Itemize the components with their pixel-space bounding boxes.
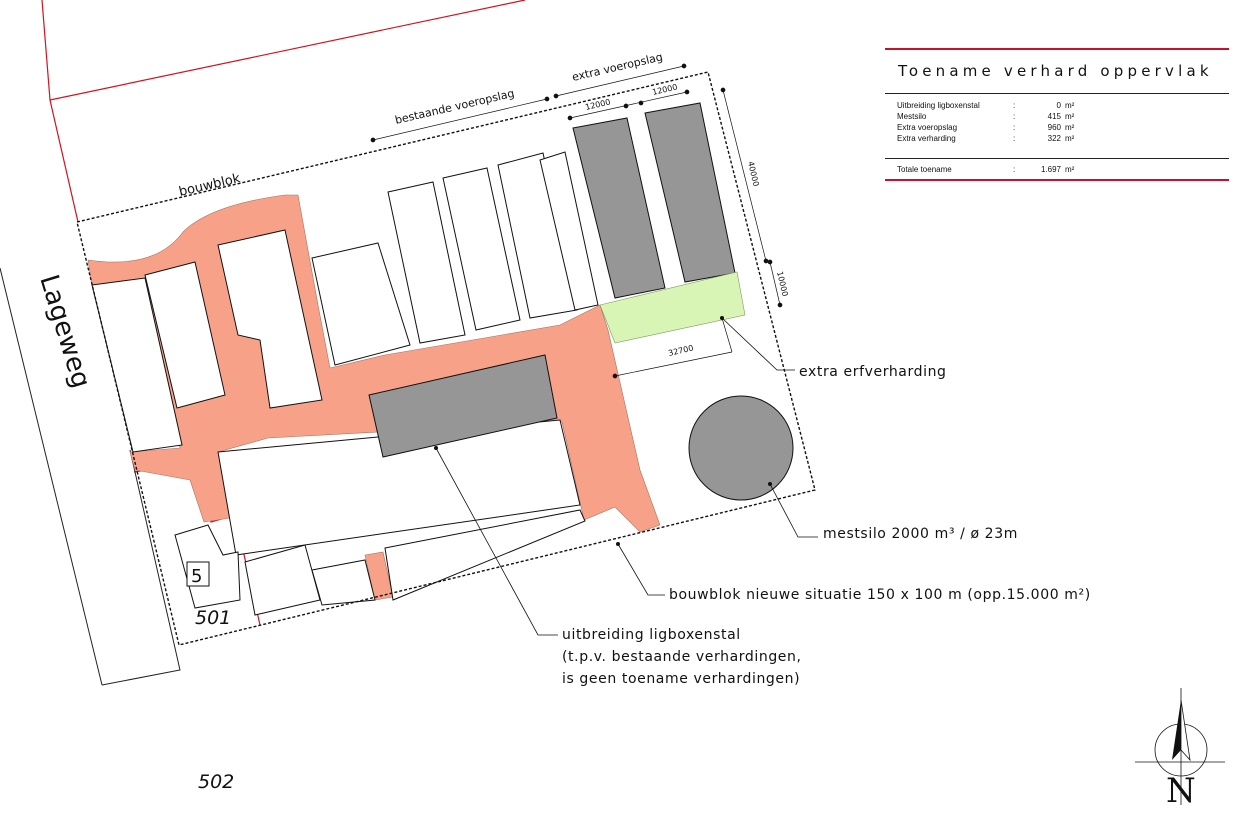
extra-storage-label: extra voeropslag — [571, 50, 664, 84]
north-arrow-icon: N — [1135, 688, 1225, 811]
parcel-502: 502 — [198, 771, 234, 793]
legend-title: Toename verhard oppervlak — [898, 62, 1213, 80]
new-buildings — [368, 102, 736, 458]
extra-paving-area — [599, 271, 746, 344]
legend-total-row: Totale toename : 1.697 m² — [897, 165, 1075, 174]
stable-label-line3: is geen toename verhardingen) — [562, 671, 800, 687]
block-new-label: bouwblok nieuwe situatie 150 x 100 m (op… — [669, 587, 1091, 603]
dim-32700: 32700 — [667, 343, 694, 357]
stable-label-line2: (t.p.v. bestaande verhardingen, — [562, 649, 802, 665]
stable-label-line1: uitbreiding ligboxenstal — [562, 627, 741, 643]
legend-total-divider — [885, 158, 1229, 159]
legend-bottom-rule — [885, 179, 1229, 181]
legend-panel: Toename verhard oppervlak Uitbreiding li… — [885, 48, 1229, 182]
legend-row: Mestsilo : 415 m² — [897, 112, 1075, 121]
silo-label: mestsilo 2000 m³ / ø 23m — [823, 526, 1018, 542]
dimension-lines — [370, 63, 783, 379]
bouwblok-label: bouwblok — [178, 171, 243, 200]
extra-paving-label: extra erfverharding — [799, 364, 947, 380]
bouwblok-outline — [76, 71, 816, 646]
buildings-existing — [91, 151, 599, 616]
dim-40000: 40000 — [746, 160, 760, 187]
house-number: 5 — [191, 566, 202, 587]
legend-row: Extra verharding : 322 m² — [897, 134, 1075, 143]
legend-divider — [885, 93, 1229, 94]
legend-top-rule — [885, 48, 1229, 50]
north-label: N — [1166, 771, 1196, 811]
mestsilo — [688, 395, 794, 501]
road-label: Lageweg — [33, 271, 96, 391]
legend-row: Uitbreiding ligboxenstal : 0 m² — [897, 101, 1075, 110]
leader-lines — [433, 315, 818, 636]
house-5-box — [186, 561, 210, 587]
parcel-501: 501 — [195, 607, 231, 629]
legend-row: Extra voeropslag : 960 m² — [897, 123, 1075, 132]
road-lageweg — [0, 267, 181, 686]
legend-rows: Uitbreiding ligboxenstal : 0 m² Mestsilo… — [897, 100, 1074, 144]
